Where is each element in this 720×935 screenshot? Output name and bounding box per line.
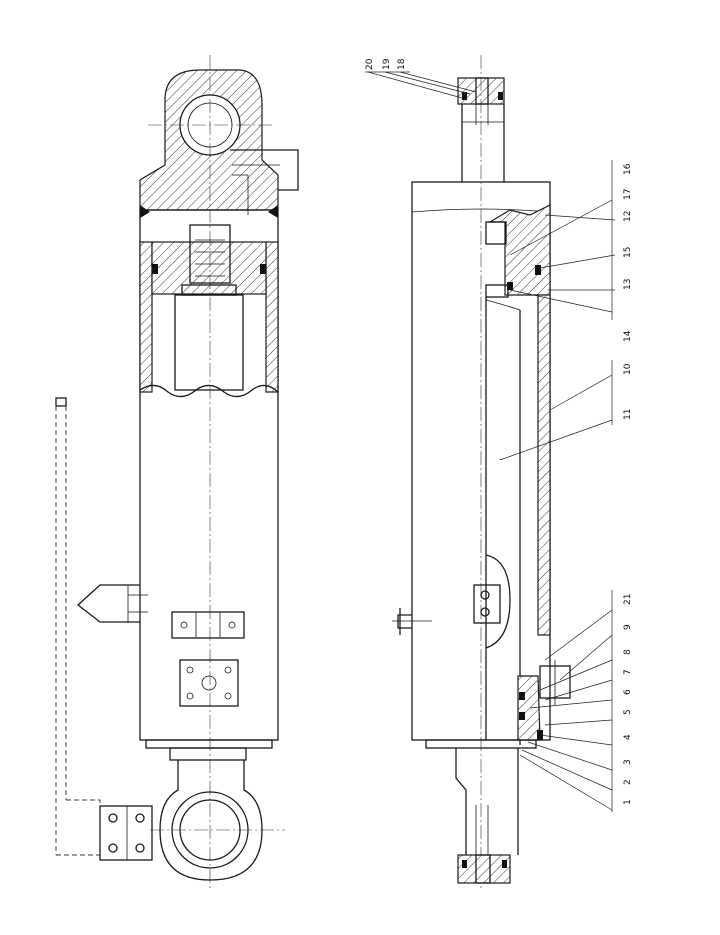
gland-seal (519, 712, 525, 720)
side-bolt (480, 590, 490, 600)
part-label-1: 1 (623, 799, 633, 805)
part-label-14: 14 (623, 330, 633, 342)
piston-collar (485, 284, 509, 298)
part-label-12: 12 (623, 211, 633, 222)
side-plate (473, 584, 501, 624)
part-label-16: 16 (623, 163, 633, 175)
gland-seal (519, 692, 525, 700)
piston-head (151, 241, 267, 295)
part-label-2: 2 (623, 779, 633, 785)
barrel-wall-left (139, 241, 153, 393)
sensor-rod-cap (55, 397, 67, 407)
part-label-17: 17 (623, 189, 633, 200)
part-label-15: 15 (623, 247, 633, 258)
sensor-rod (55, 406, 67, 855)
top-rod (461, 104, 505, 182)
piston-seal-right (260, 264, 266, 274)
plate-hole (180, 621, 188, 629)
piston-seal (535, 265, 541, 275)
part-label-10: 10 (623, 363, 633, 375)
plate-hole (224, 666, 232, 674)
gland-neck (169, 747, 247, 761)
side-port (76, 584, 140, 623)
part-label-13: 13 (623, 279, 633, 290)
part-label-19: 19 (382, 58, 392, 70)
piston-seal-left (152, 264, 158, 274)
top-eye-bore (475, 77, 489, 105)
sensor-clamp (99, 805, 153, 861)
plate-hole (186, 666, 194, 674)
end-cap-line (411, 208, 551, 213)
rod-taper (485, 299, 521, 311)
part-label-4: 4 (623, 734, 633, 740)
part-label-9: 9 (623, 624, 633, 630)
side-port-stub (397, 608, 412, 635)
plate-hole (228, 621, 236, 629)
oil-passage (232, 164, 280, 215)
bottom-eye-bore (475, 854, 491, 884)
plate-hole (186, 692, 194, 700)
part-label-8: 8 (623, 649, 633, 655)
bottom-eye-section (457, 854, 511, 884)
clamp-bolt (135, 813, 145, 823)
gland-section (517, 675, 541, 741)
side-bolt (480, 607, 490, 617)
mount-plate-lower (179, 659, 239, 707)
right-view (367, 55, 616, 890)
part-label-20: 20 (365, 58, 375, 70)
side-bulge (485, 554, 511, 649)
eye-seal (498, 92, 503, 100)
rod-nut (485, 221, 507, 245)
mount-plate-upper (171, 611, 245, 639)
barrel-wall-section (537, 294, 551, 636)
clamp-bolt (135, 843, 145, 853)
weld-mark-right (268, 205, 278, 218)
piston-rod-section (174, 294, 244, 391)
plate-center-hole (201, 675, 217, 691)
plate-hole (224, 692, 232, 700)
part-labels: 20 19 18 16 17 12 15 13 14 10 11 21 9 8 … (365, 58, 633, 805)
rod-seal (507, 282, 513, 290)
barrel-wall-right (265, 241, 279, 393)
part-label-6: 6 (623, 689, 633, 695)
clamp-bolt (108, 813, 118, 823)
part-label-3: 3 (623, 759, 633, 765)
break-line (139, 384, 279, 398)
gland-collar (145, 739, 273, 749)
sensor-bracket (56, 799, 101, 856)
part-label-18: 18 (397, 58, 407, 70)
bottom-rod-eye (159, 760, 263, 881)
side-port-detail (127, 585, 148, 622)
part-label-11: 11 (623, 409, 633, 420)
left-view (55, 55, 299, 890)
part-label-7: 7 (623, 669, 633, 675)
oil-port-fitting (230, 149, 299, 191)
eye-seal (462, 92, 467, 100)
gland-collar (425, 739, 537, 749)
clamp-bolt (108, 843, 118, 853)
weld-mark-left (140, 205, 150, 218)
label-underlines (365, 71, 613, 812)
inner-rod (485, 297, 521, 745)
part-label-21: 21 (623, 594, 633, 605)
leader-lines (367, 71, 616, 811)
eye-seal (462, 860, 467, 868)
eye-seal (502, 860, 507, 868)
part-label-5: 5 (623, 709, 633, 715)
bottom-stem (455, 748, 519, 855)
